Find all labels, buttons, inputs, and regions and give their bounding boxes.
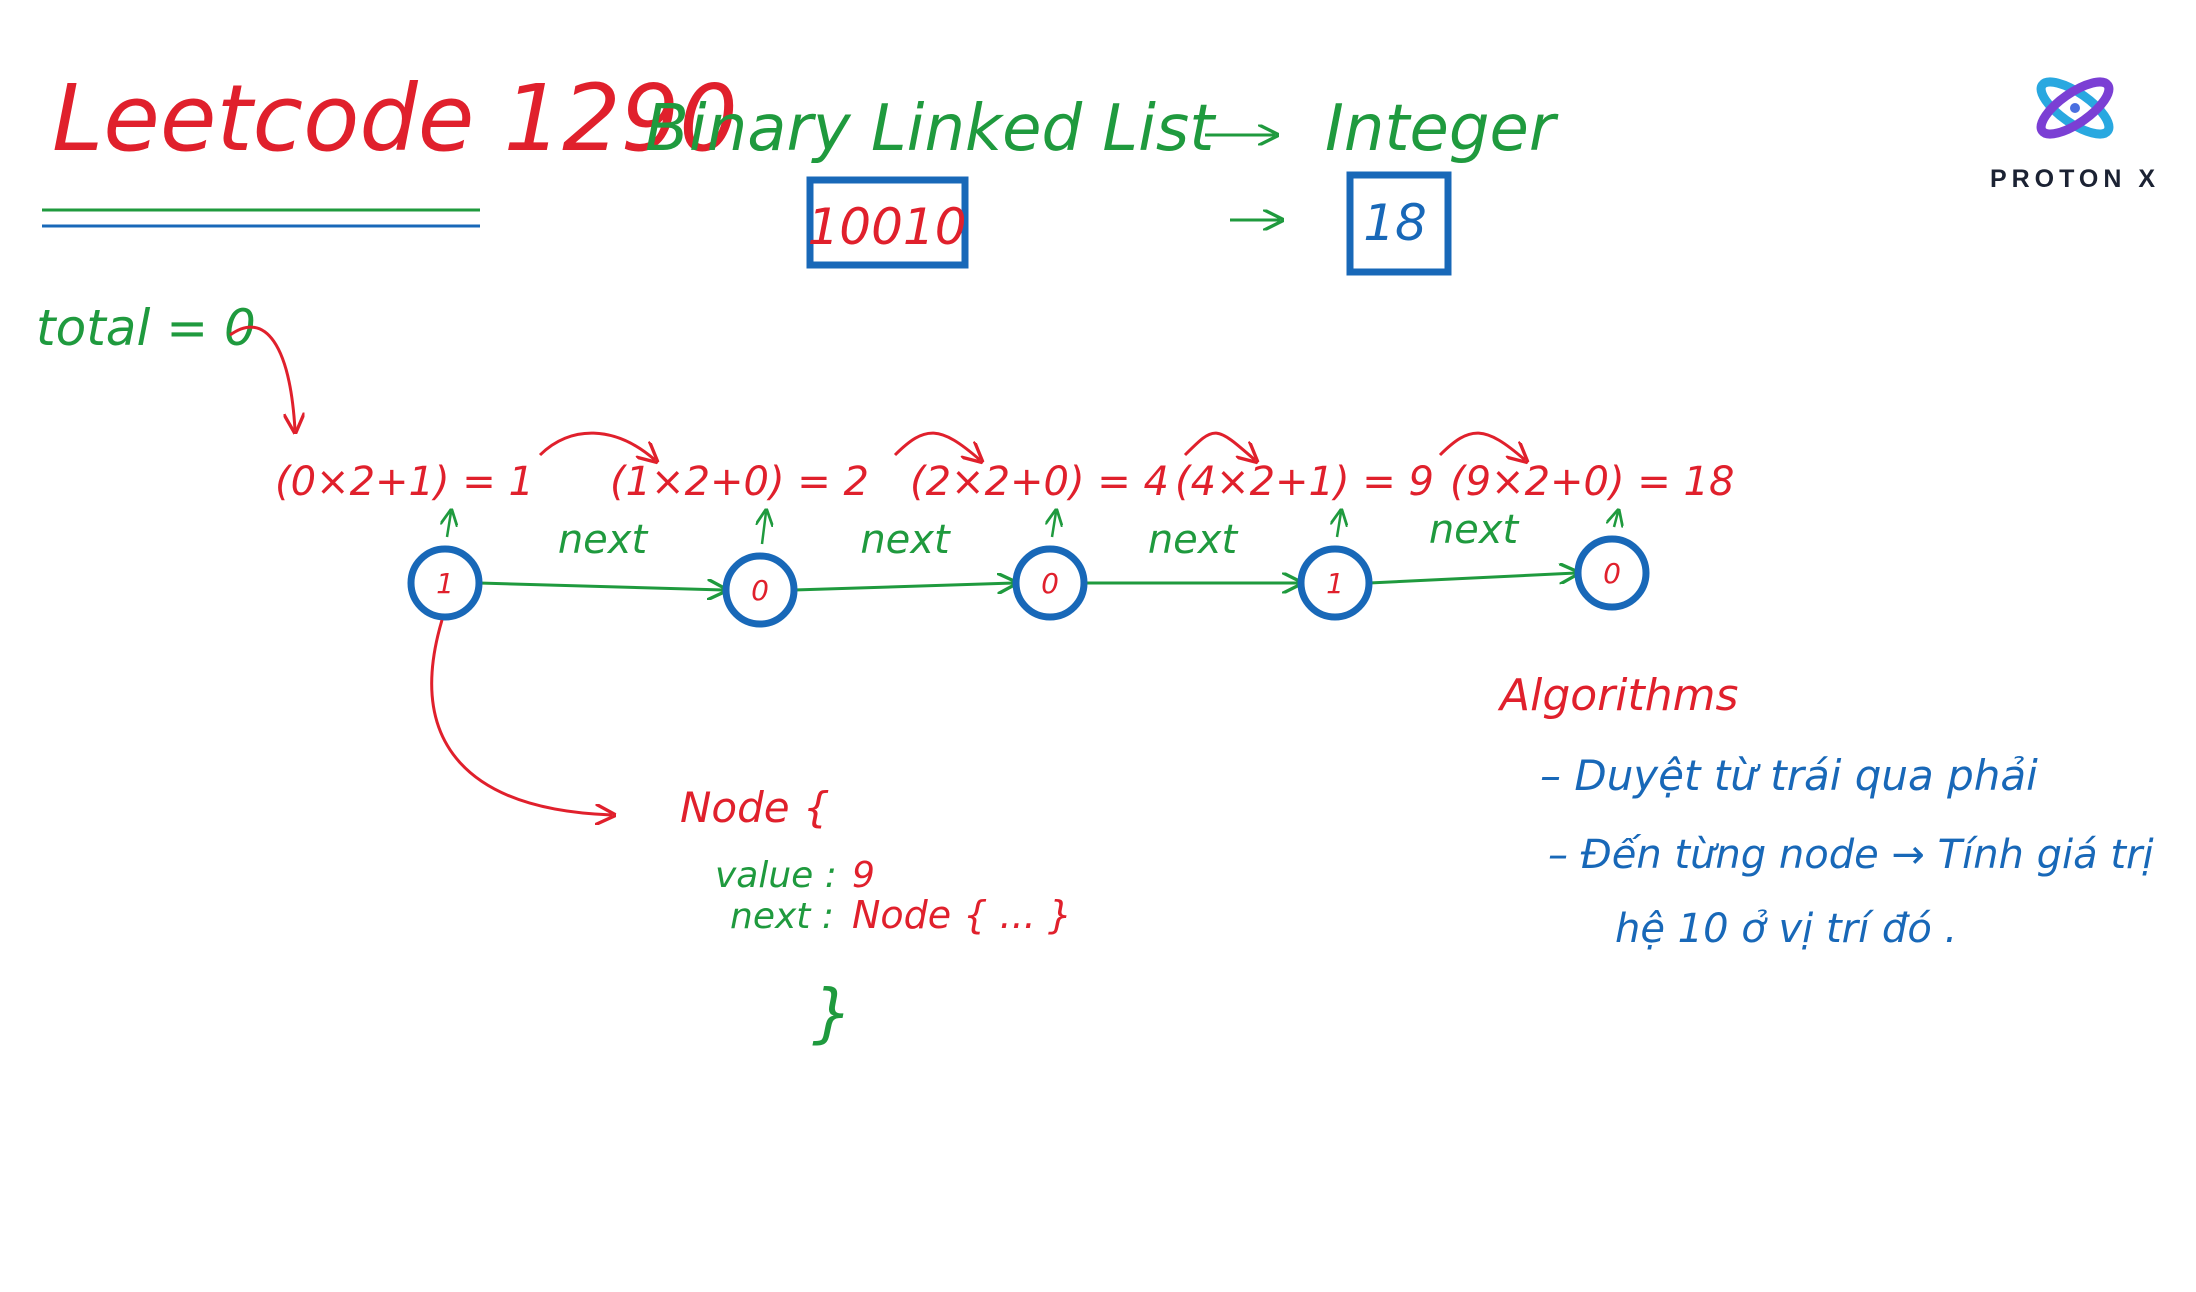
next-edge <box>793 583 1014 590</box>
output-integer-box <box>1346 171 1452 276</box>
list-node <box>1012 545 1088 621</box>
next-label: next <box>1148 517 1239 563</box>
list-node-value: 0 <box>751 574 769 607</box>
computation-step: (1×2+0) = 2 <box>610 459 869 505</box>
computation-step: (4×2+1) = 9 <box>1175 459 1434 505</box>
linked-list: next 1 (0×2+1) = 1 next 0 (1×2+0) = 2 next 0 (2×… <box>275 431 1734 628</box>
list-node-value: 1 <box>1326 567 1344 600</box>
output-integer-value: 18 <box>1363 194 1427 252</box>
algorithm-step-3: hệ 10 ở vị trí đó . <box>1615 906 1957 952</box>
binary-linked-list-label: Binary Linked List <box>645 92 1217 166</box>
list-node-value: 1 <box>436 567 454 600</box>
algorithm-step-1: – Duyệt từ trái qua phải <box>1540 751 2038 800</box>
list-node-value: 0 <box>1041 567 1059 600</box>
node-struct-arrow <box>430 619 612 815</box>
next-label: next <box>558 517 649 563</box>
list-node-value: 0 <box>1603 557 1621 590</box>
node-to-computation-arrow <box>447 512 451 538</box>
next-label: next <box>860 517 951 563</box>
input-binary-box <box>806 176 969 269</box>
node-to-computation-arrow <box>1337 512 1341 538</box>
list-node <box>1574 535 1650 611</box>
list-node <box>722 552 798 628</box>
next-edge <box>1368 573 1576 585</box>
node-next-key: next : <box>730 896 834 937</box>
list-node <box>1297 545 1373 621</box>
page-title: Leetcode 1290 <box>52 65 738 172</box>
node-struct-header: Node { <box>680 783 830 832</box>
node-value-key: value : <box>715 855 837 896</box>
node-struct-close: } <box>812 977 853 1051</box>
node-to-computation-arrow <box>1052 512 1056 538</box>
algorithm-title: Algorithms <box>1497 670 1738 721</box>
carry-arrow <box>893 431 980 460</box>
node-next-val: Node { ... } <box>852 893 1072 937</box>
carry-arrow <box>538 431 655 460</box>
computation-step: (0×2+1) = 1 <box>275 459 534 505</box>
carry-arrow <box>1438 431 1525 460</box>
integer-label: Integer <box>1325 92 1559 166</box>
computation-step: (2×2+0) = 4 <box>910 459 1169 505</box>
brand-name: PROTON X <box>1990 165 2160 193</box>
algorithm-step-2: – Đến từng node → Tính giá trị <box>1548 832 2154 878</box>
total-init: total = 0 <box>36 299 256 357</box>
list-node <box>407 545 483 621</box>
total-arrow <box>229 325 295 430</box>
input-binary-value: 10010 <box>807 198 966 256</box>
node-to-computation-arrow <box>1614 512 1618 527</box>
carry-arrow <box>1183 431 1255 460</box>
computation-step: (9×2+0) = 18 <box>1450 459 1734 505</box>
next-edge <box>478 583 724 590</box>
next-label: next <box>1429 507 1520 553</box>
node-value-val: 9 <box>852 855 875 896</box>
node-to-computation-arrow <box>762 512 766 545</box>
proton-x-logo-icon <box>2036 77 2114 139</box>
